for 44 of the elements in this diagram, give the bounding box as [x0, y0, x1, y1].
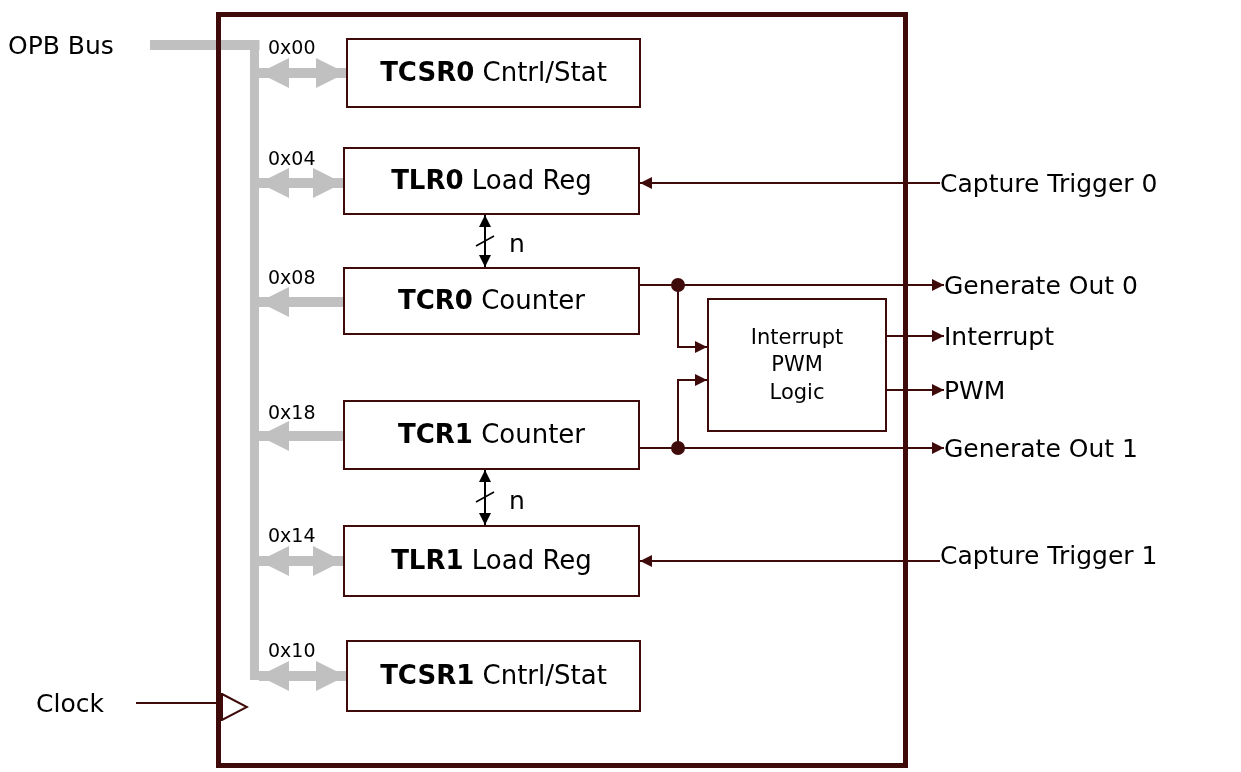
- signal-arrow: [639, 555, 941, 567]
- port-label: Interrupt: [944, 316, 1144, 356]
- register-box: [346, 640, 641, 712]
- bus-arrow: [259, 546, 343, 576]
- signal-arrow: [886, 384, 945, 396]
- register-address: 0x08: [268, 266, 316, 288]
- register-label: TCR0 Counter: [397, 285, 586, 317]
- register-box: [343, 400, 640, 470]
- signal-arrow: [479, 469, 491, 526]
- register-box: [343, 267, 640, 335]
- port-label: Clock: [36, 683, 136, 723]
- bus-bar: [250, 50, 259, 680]
- register-address: 0x14: [268, 524, 316, 546]
- port-label: PWM: [944, 370, 1064, 410]
- register-address: 0x10: [268, 639, 316, 661]
- port-label: Capture Trigger 0: [940, 163, 1240, 203]
- bus-arrow: [259, 661, 346, 691]
- bus-arrow: [259, 287, 343, 317]
- register-label: TLR0 Load Reg: [391, 165, 592, 197]
- bus-line: [150, 40, 260, 50]
- register-label: TCSR1 Cntrl/Stat: [380, 660, 607, 692]
- logic-label: Interrupt PWM Logic: [749, 324, 845, 406]
- register-address: 0x00: [268, 36, 316, 58]
- signal-line: [135, 702, 217, 704]
- port-label: Generate Out 0: [944, 265, 1240, 305]
- register-box: [343, 525, 640, 597]
- bus-arrow: [259, 421, 343, 451]
- logic-box: [707, 298, 887, 432]
- register-label: TLR1 Load Reg: [391, 545, 592, 577]
- signal-arrow: [479, 214, 491, 268]
- bus-arrow: [259, 168, 343, 198]
- timer-block: [216, 12, 908, 768]
- bus-arrow: [259, 58, 346, 88]
- port-label: Generate Out 1: [944, 428, 1240, 468]
- port-label: OPB Bus: [8, 26, 150, 64]
- register-box: [346, 38, 641, 108]
- signal-arrow: [886, 330, 945, 342]
- signal-arrow: [639, 177, 941, 189]
- register-address: 0x18: [268, 401, 316, 423]
- register-label: TCR1 Counter: [397, 419, 586, 451]
- port-label: Capture Trigger 1: [940, 535, 1240, 575]
- register-box: [343, 147, 640, 215]
- register-label: TCSR0 Cntrl/Stat: [380, 57, 607, 89]
- register-address: 0x04: [268, 147, 316, 169]
